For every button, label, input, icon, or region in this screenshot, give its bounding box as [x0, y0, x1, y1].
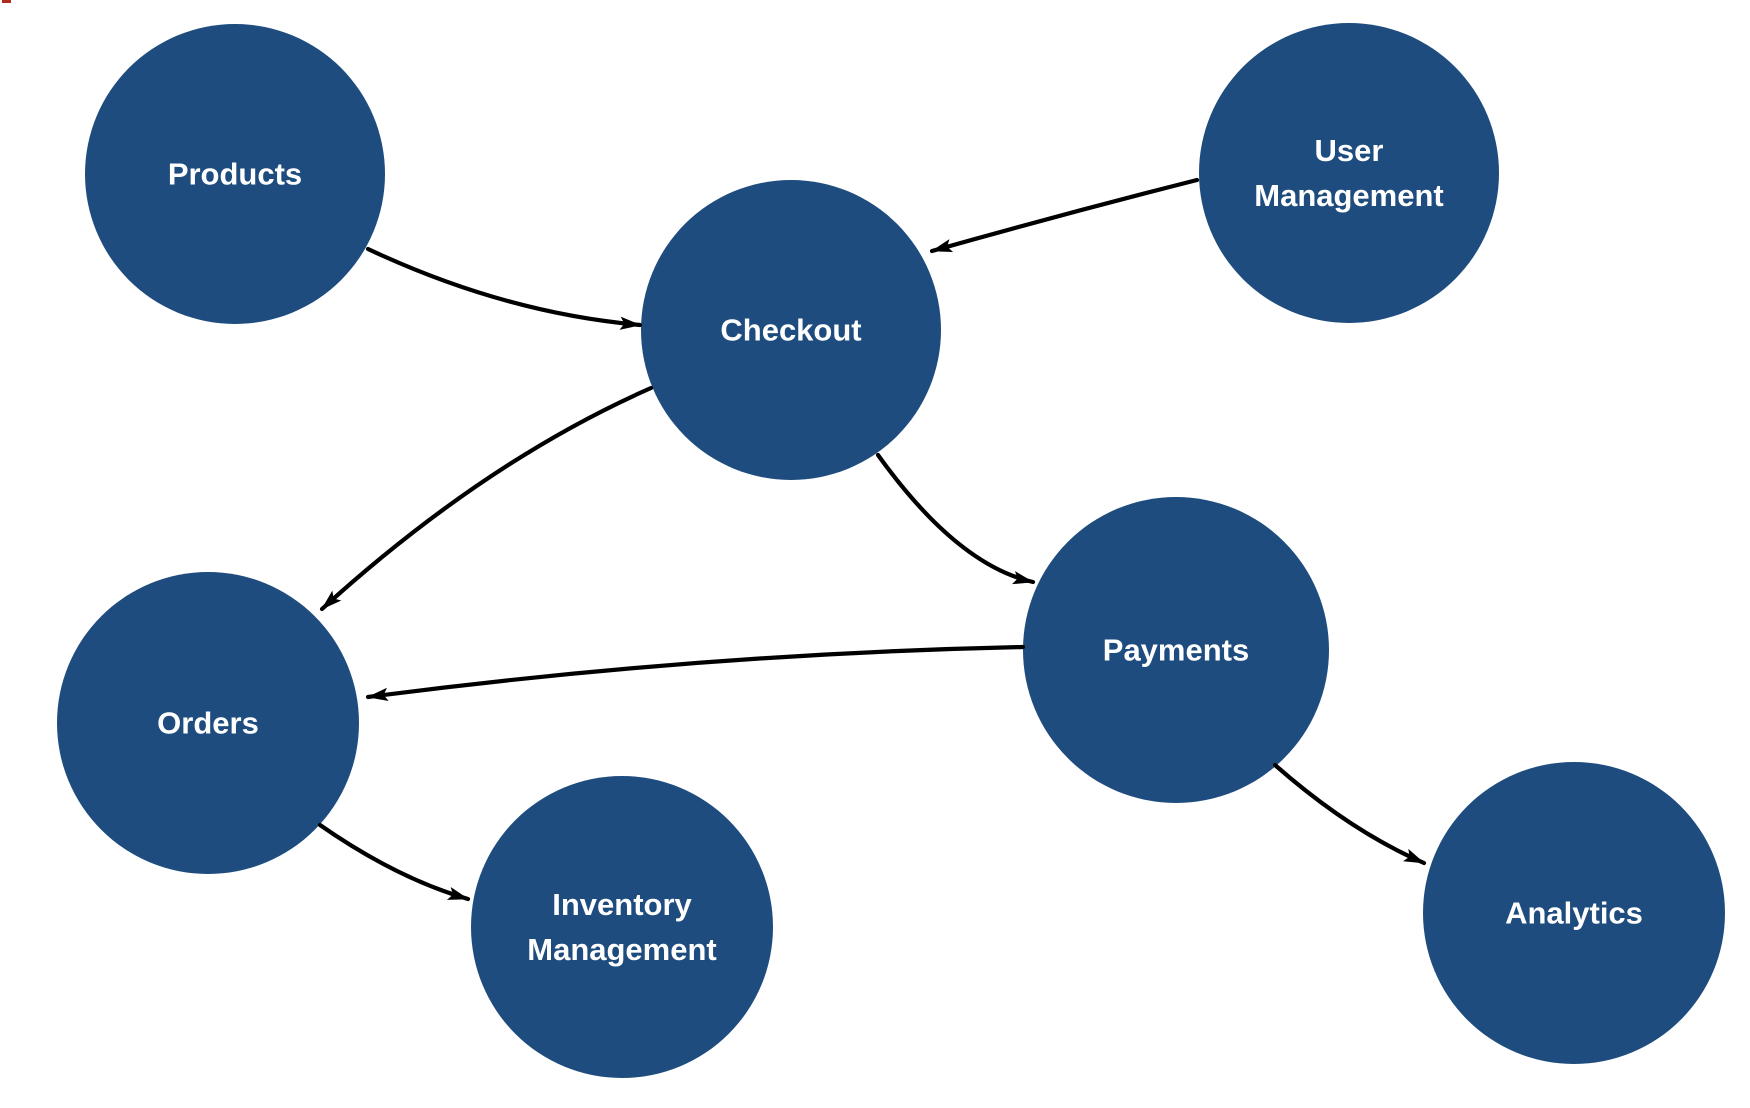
node-user-management[interactable] [1199, 23, 1499, 323]
node-label-products: Products [168, 157, 302, 192]
edge-payments-to-orders [365, 644, 1026, 702]
node-label-analytics: Analytics [1505, 896, 1643, 931]
node-inventory-management[interactable] [471, 776, 773, 1078]
node-checkout[interactable] [641, 180, 941, 480]
edge-payments-to-analytics [1272, 762, 1427, 866]
node-orders[interactable] [57, 572, 359, 874]
edge-checkout-to-payments [875, 452, 1036, 585]
corner-artifact [2, 0, 11, 3]
edge-user-management-to-checkout [929, 177, 1200, 254]
edge-checkout-to-orders [319, 385, 654, 612]
edge-products-to-checkout [365, 246, 643, 330]
node-label-orders: Orders [157, 706, 259, 741]
node-analytics[interactable] [1423, 762, 1725, 1064]
node-label-checkout: Checkout [720, 313, 861, 348]
node-payments[interactable] [1023, 497, 1329, 803]
node-products[interactable] [85, 24, 385, 324]
node-label-payments: Payments [1103, 633, 1249, 668]
edge-orders-to-inventory-management [317, 822, 471, 902]
